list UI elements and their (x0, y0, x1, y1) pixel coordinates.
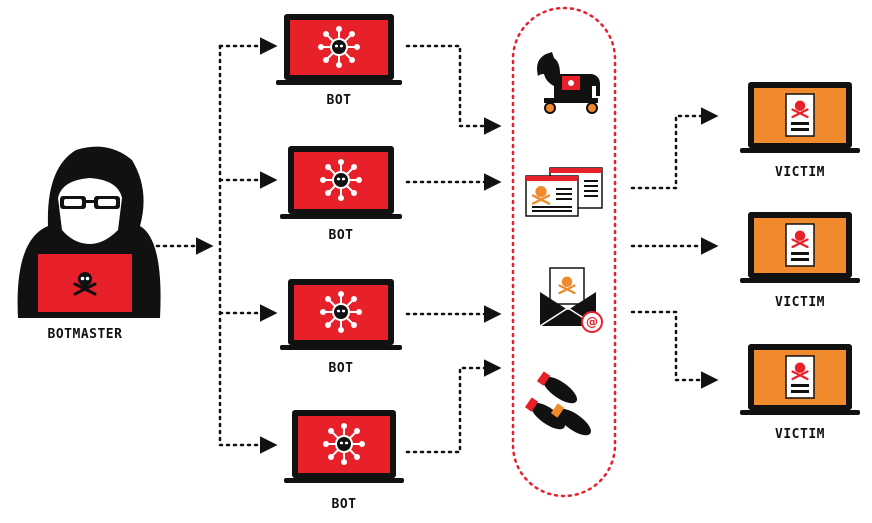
bot-node-3: BOT (280, 279, 402, 376)
laptop-virus-icon (284, 410, 404, 483)
trojan-horse-icon (537, 52, 600, 114)
victim-label-2: VICTIM (775, 295, 825, 310)
laptop-infected-document-icon (740, 212, 860, 283)
victim-node-3: VICTIM (740, 344, 860, 442)
laptop-virus-icon (276, 14, 402, 85)
laptop-infected-document-icon (740, 344, 860, 415)
svg-text:@: @ (586, 315, 598, 329)
laptop-virus-icon (280, 279, 402, 350)
bot-label-2: BOT (329, 228, 354, 243)
botmaster-label: BOTMASTER (48, 327, 123, 342)
laptop-virus-icon (280, 146, 402, 219)
victim-node-2: VICTIM (740, 212, 860, 310)
bomb-missile-icon (524, 371, 592, 436)
bot-label-1: BOT (327, 93, 352, 108)
attack-methods-border (511, 6, 617, 498)
connector-lines (148, 37, 719, 454)
hooded-hacker-icon (17, 146, 161, 318)
victim-label-1: VICTIM (775, 165, 825, 180)
botmaster-node: BOTMASTER (17, 146, 161, 342)
bot-label-4: BOT (332, 497, 357, 512)
bot-node-4: BOT (284, 410, 404, 512)
bot-node-2: BOT (280, 146, 402, 243)
connector-bot-4-attack (405, 359, 502, 454)
victim-label-3: VICTIM (775, 427, 825, 442)
connector-attack-victim-3 (630, 310, 719, 389)
connector-attack-victim-1 (630, 107, 719, 190)
connector-bot-1-attack (405, 44, 502, 135)
phishing-email-icon: @ (539, 267, 603, 333)
laptop-infected-document-icon (740, 82, 860, 153)
bot-label-3: BOT (329, 361, 354, 376)
victim-node-1: VICTIM (740, 82, 860, 180)
infected-web-page-icon (525, 167, 603, 217)
bot-node-1: BOT (276, 14, 402, 108)
